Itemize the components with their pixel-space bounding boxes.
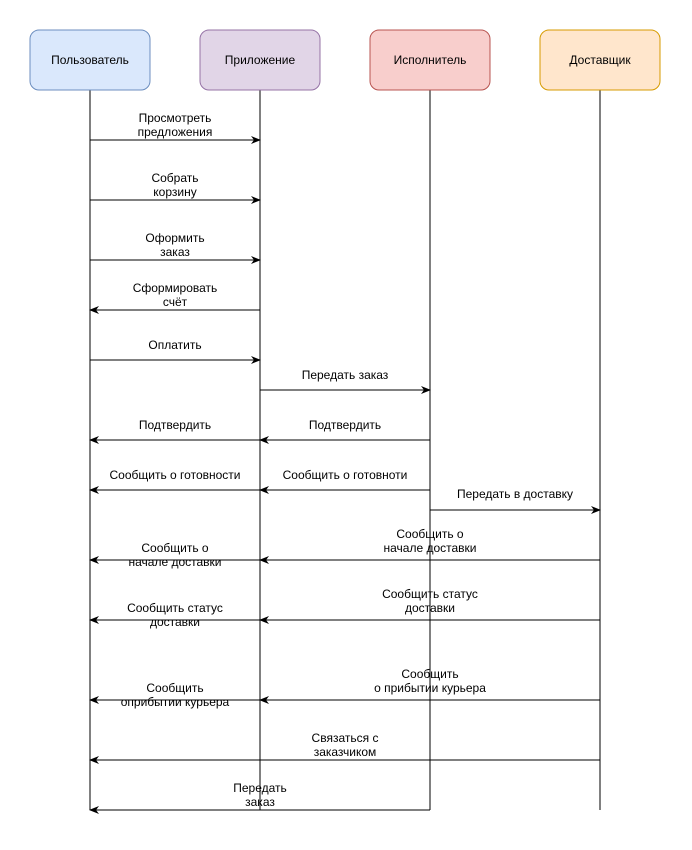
message-5: Оплатить (90, 338, 261, 364)
message-label: Связаться с (312, 731, 379, 745)
actor-label: Пользователь (51, 53, 129, 67)
message-label: оприбытии курьера (121, 695, 230, 709)
message-label: Сообщить о готовности (110, 468, 241, 482)
message-label: Оплатить (148, 338, 201, 352)
actor-box-3: Исполнитель (369, 29, 491, 91)
message-label: Оформить (145, 231, 204, 245)
message-label: Просмотреть (139, 111, 212, 125)
actor-box-2: Приложение (199, 29, 321, 91)
message-label: заказчиком (314, 745, 377, 759)
actor-shape (369, 29, 491, 91)
actor-label: Исполнитель (394, 53, 467, 67)
message-label: Подтвердить (139, 418, 211, 432)
message-label: заказ (160, 245, 190, 259)
actor-label: Доставщик (569, 53, 631, 67)
message-7: Подтвердить (259, 418, 430, 444)
message-label: Сформировать (133, 281, 218, 295)
message-label: Сообщить статус (127, 601, 223, 615)
message-label: Собрать (151, 171, 198, 185)
message-label: доставки (405, 601, 455, 615)
message-label: заказ (245, 795, 275, 809)
actor-box-1: Пользователь (29, 29, 151, 91)
message-label: Сообщить (146, 681, 203, 695)
message-label: Сообщить о (396, 527, 464, 541)
message-label: предложения (138, 125, 213, 139)
message-label: Передать (233, 781, 287, 795)
message-label: Сообщить о готовноти (283, 468, 408, 482)
message-label: корзину (153, 185, 196, 199)
message-11: Передать в доставку (430, 487, 601, 514)
message-label: Сообщить (401, 667, 458, 681)
actor-shape (199, 29, 321, 91)
message-label: Передать заказ (302, 368, 389, 382)
message-label: счёт (163, 295, 188, 309)
actor-box-4: Доставщик (539, 29, 661, 91)
message-6: Передать заказ (260, 368, 431, 394)
actor-shape (29, 29, 151, 91)
message-label: начале доставки (128, 555, 221, 569)
actor-label: Приложение (225, 53, 296, 67)
message-label: Сообщить о (141, 541, 209, 555)
actor-shape (539, 29, 661, 91)
message-9: Сообщить о готовноти (259, 468, 430, 494)
message-8: Подтвердить (89, 418, 260, 444)
message-label: Передать в доставку (457, 487, 573, 501)
message-label: начале доставки (383, 541, 476, 555)
message-label: о прибытии курьера (374, 681, 486, 695)
message-label: Сообщить статус (382, 587, 478, 601)
message-label: Подтвердить (309, 418, 381, 432)
message-label: доставки (150, 615, 200, 629)
message-10: Сообщить о готовности (89, 468, 260, 494)
